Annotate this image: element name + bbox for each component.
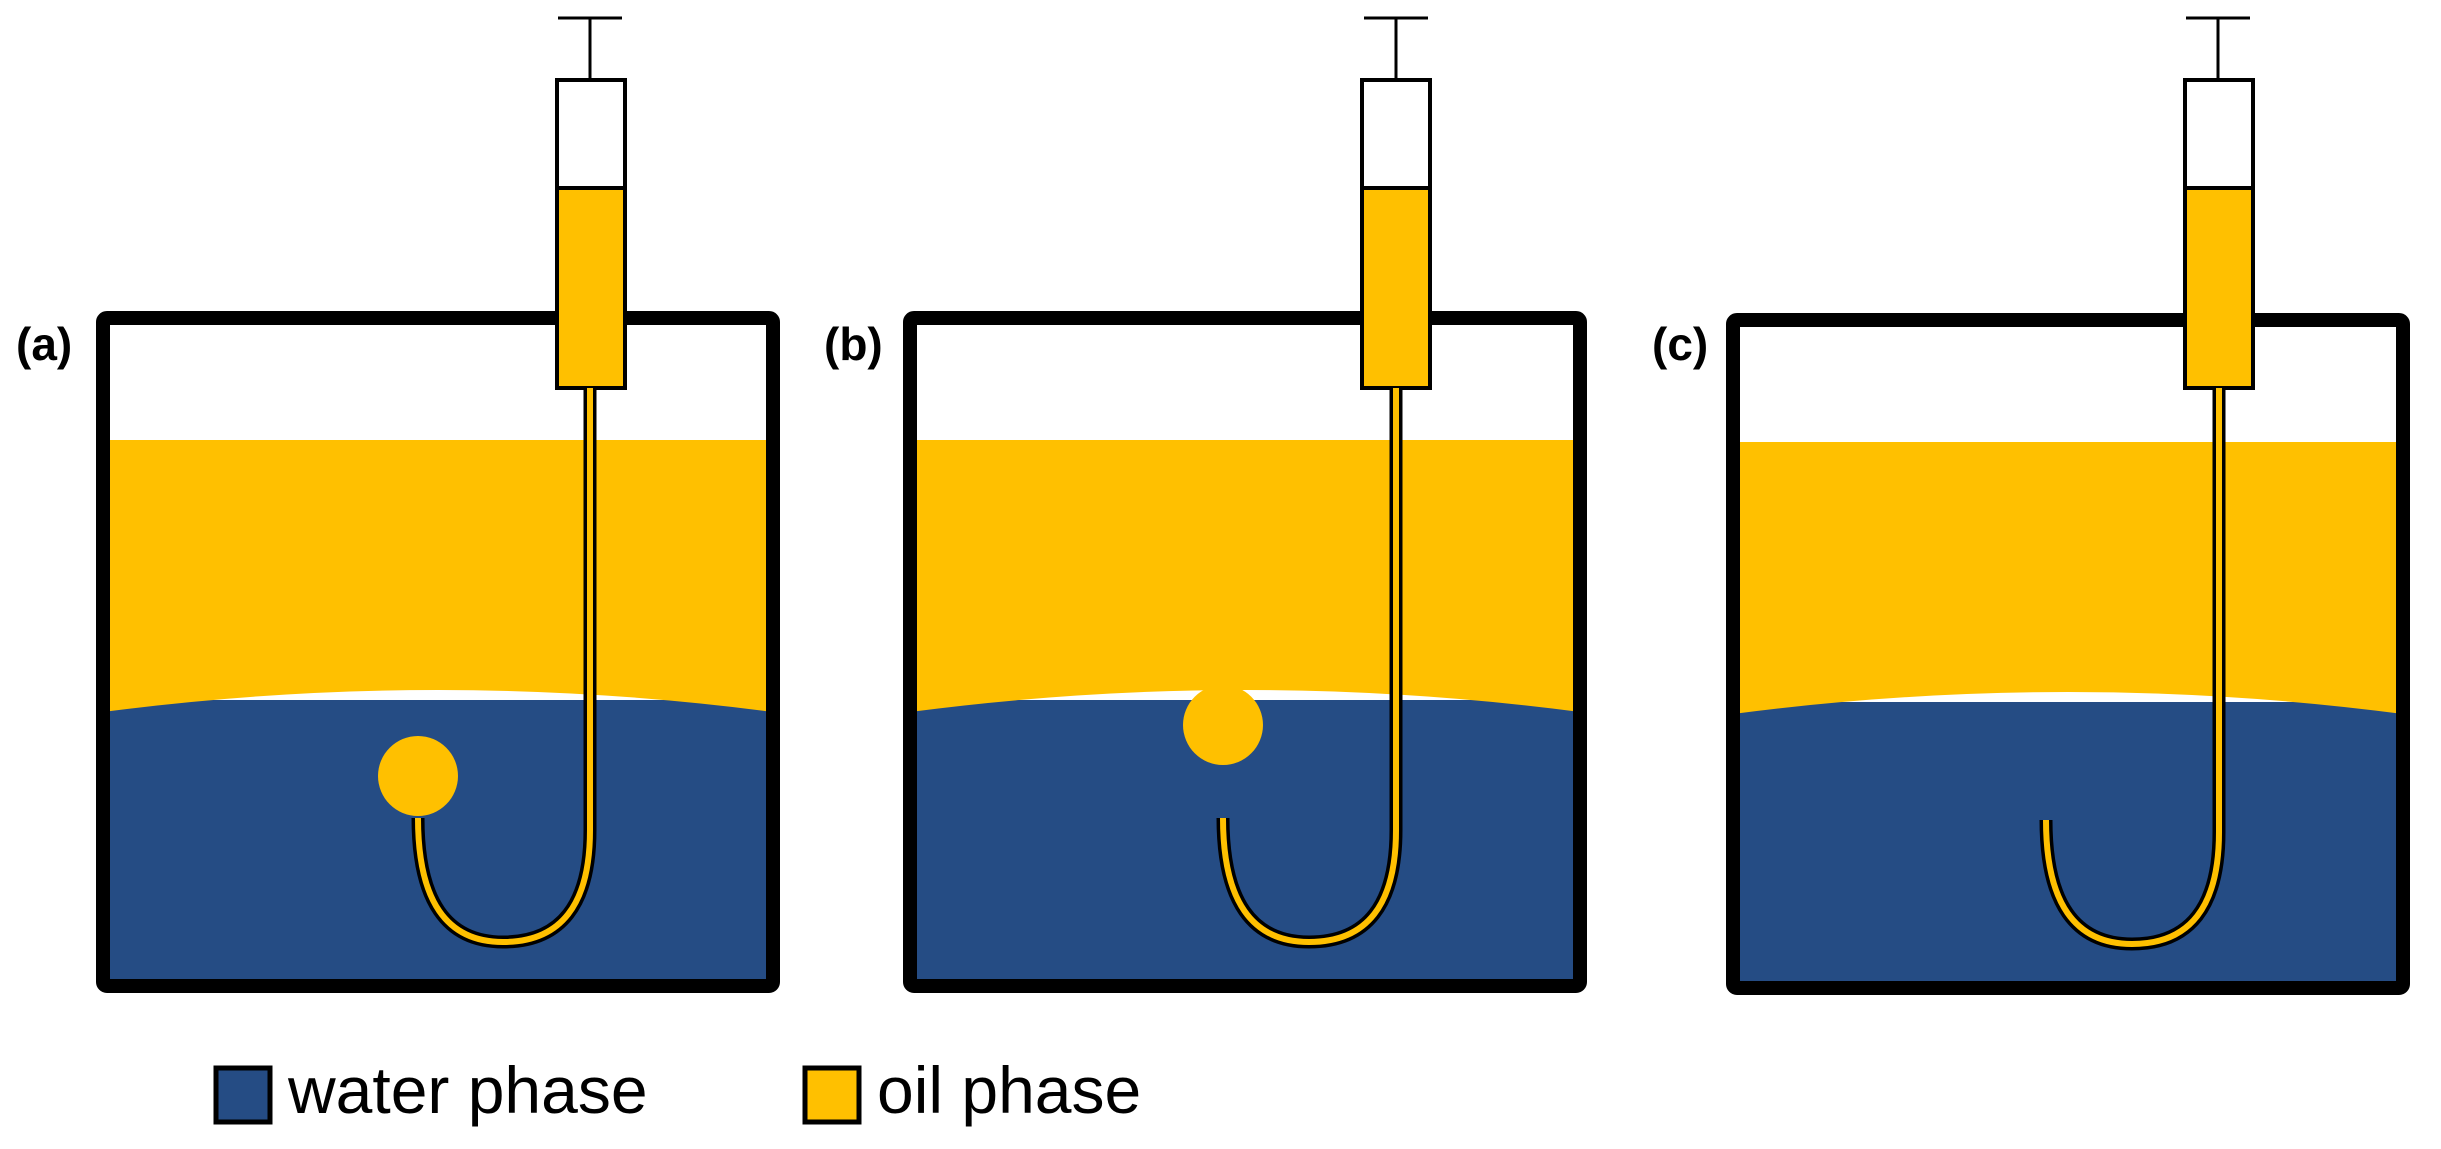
legend-item-oil: oil phase [802, 1053, 1141, 1127]
panel-b-label: (b) [824, 318, 883, 370]
panel-b-oil-droplet [1183, 685, 1263, 765]
legend-label-water: water phase [287, 1053, 648, 1127]
syringe-icon [555, 16, 627, 390]
panel-a-label: (a) [16, 318, 72, 370]
panel-a-oil-droplet [378, 736, 458, 816]
legend: water phase oil phase [213, 1053, 1141, 1127]
syringe-icon [2183, 16, 2255, 390]
panel-c-label: (c) [1652, 318, 1708, 370]
bent-needle-icon [1216, 388, 1403, 949]
legend-swatch-water [213, 1065, 273, 1125]
panel-c-oil-layer [1733, 442, 2403, 714]
panel-a-oil-layer [103, 440, 773, 712]
panel-c-water-layer [1733, 702, 2403, 988]
bent-needle-icon [2039, 388, 2226, 951]
syringe-icon [1360, 16, 1432, 390]
panel-c: (c) [1652, 16, 2410, 995]
panel-b-oil-layer [910, 440, 1580, 712]
panel-a-container [96, 311, 780, 993]
panel-b-container [903, 311, 1587, 993]
legend-label-oil: oil phase [877, 1053, 1141, 1127]
panel-a: (a) [16, 16, 780, 993]
panel-b: (b) [824, 16, 1587, 993]
legend-item-water: water phase [213, 1053, 648, 1127]
legend-swatch-oil [802, 1065, 862, 1125]
bent-needle-icon [411, 388, 597, 949]
panel-c-container [1726, 313, 2410, 995]
